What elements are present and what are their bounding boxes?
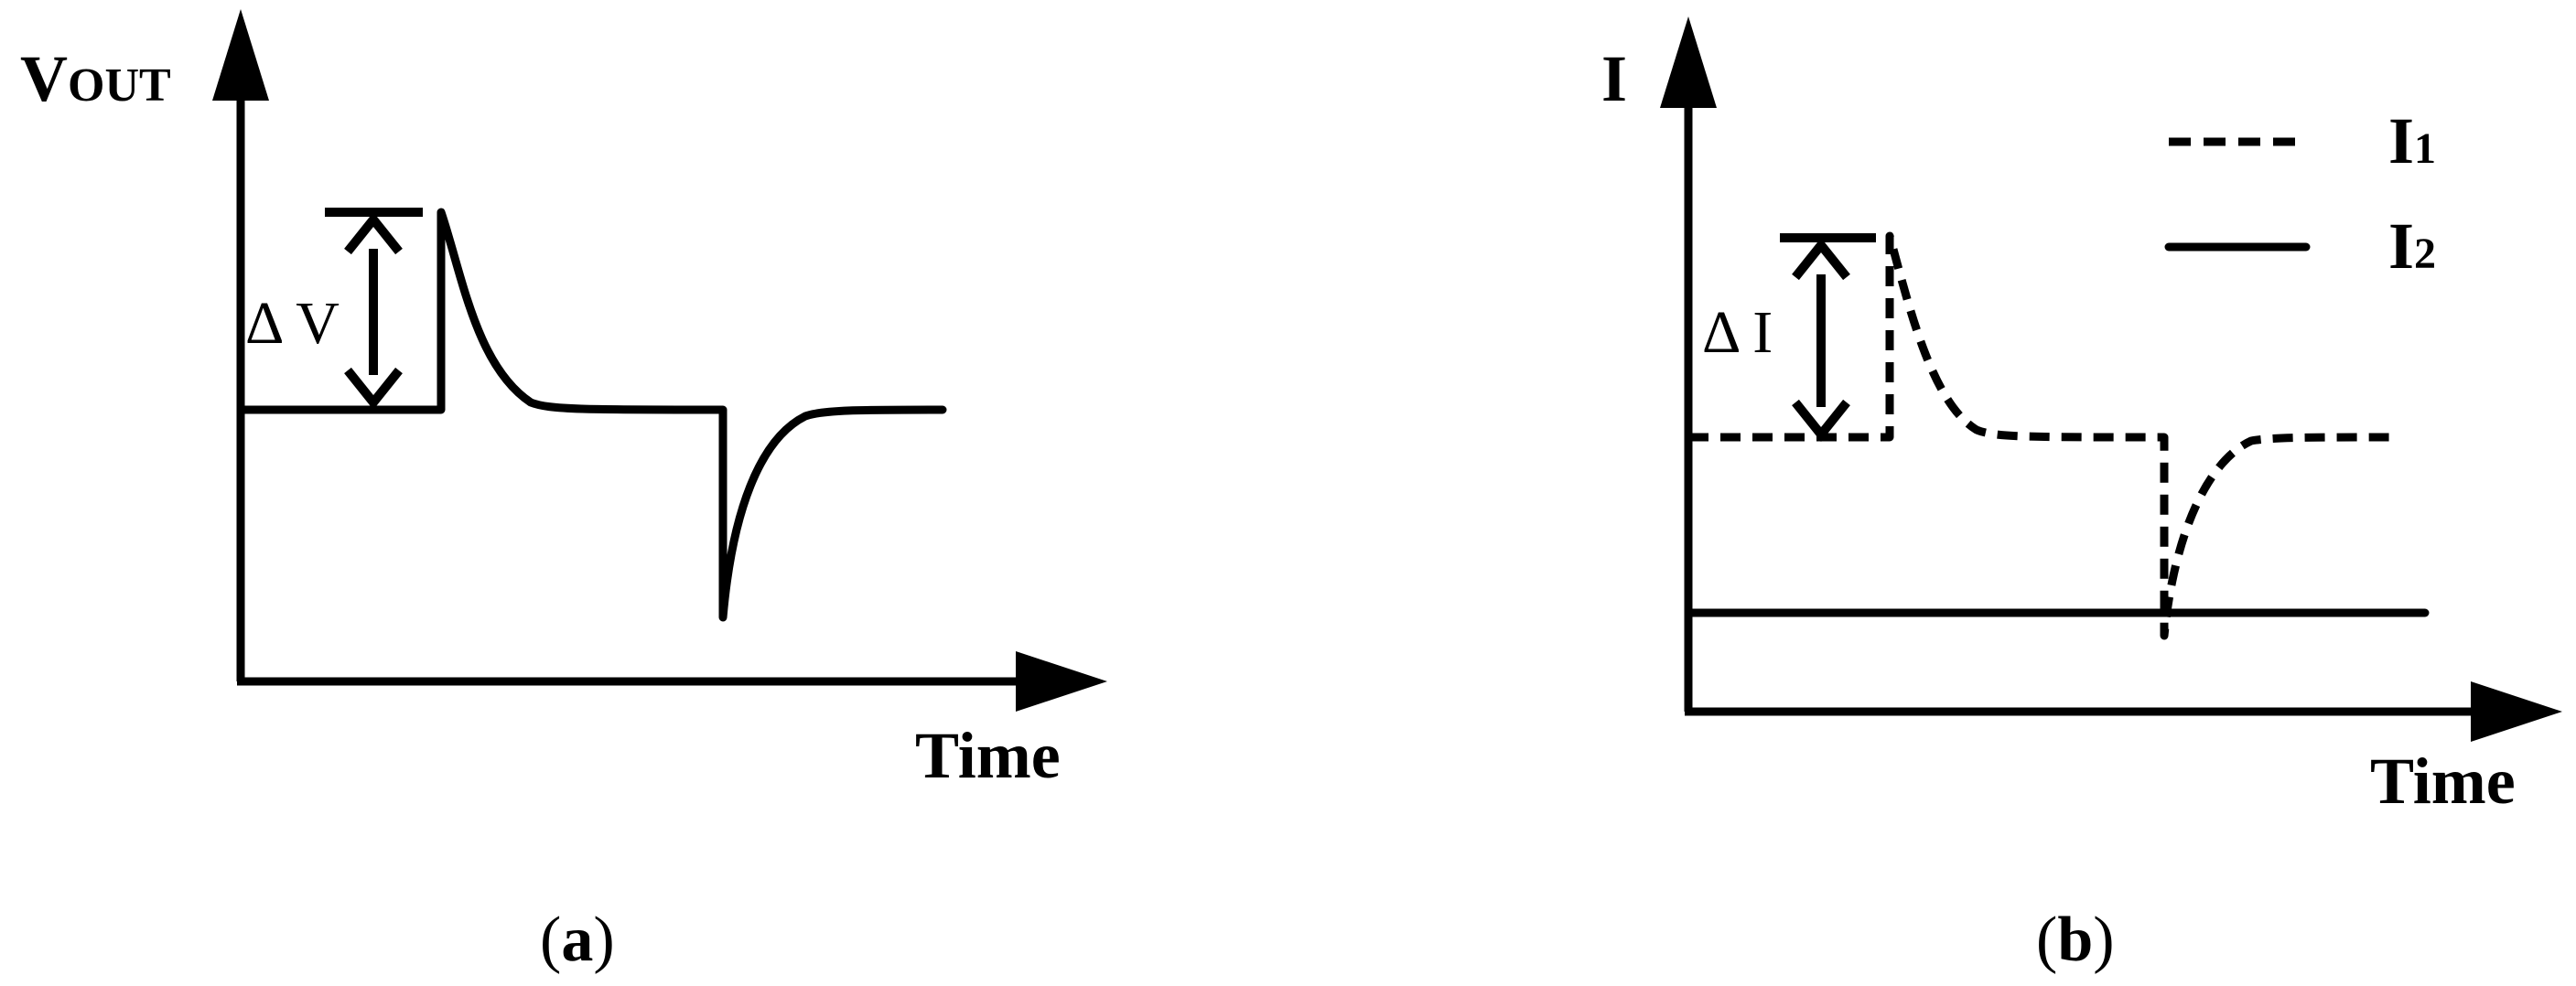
panel-a-delta-arrowhead-down xyxy=(344,367,403,411)
panel-b: I Time Δ I I1 I2 (b) xyxy=(1601,16,2562,975)
panel-a-caption: (a) xyxy=(540,905,615,975)
panel-b-delta-arrowhead-down xyxy=(1792,399,1850,443)
panel-a-y-axis-arrowhead xyxy=(212,9,269,101)
panel-b-x-axis-label: Time xyxy=(2370,745,2516,818)
panel-b-delta-arrowhead-up xyxy=(1792,237,1850,281)
panel-b-y-axis-label: I xyxy=(1601,42,1627,115)
panel-a-vout-curve xyxy=(236,208,947,622)
panel-a-y-axis-label-sub: OUT xyxy=(68,59,171,112)
panel-b-y-axis-arrowhead xyxy=(1660,16,1717,108)
panel-a-x-axis-label: Time xyxy=(915,719,1061,792)
legend-i2-label: I2 xyxy=(2388,209,2436,283)
panel-a-delta-label: Δ V xyxy=(245,290,340,357)
legend-i1-label: I1 xyxy=(2388,104,2436,177)
panel-a-y-axis-label-main: V xyxy=(20,42,68,115)
panel-a: VOUT Time Δ V (a) xyxy=(20,9,1107,975)
panel-a-delta-arrowhead-up xyxy=(344,211,403,255)
panel-b-legend: I1 I2 xyxy=(2164,104,2436,283)
panel-a-x-axis-arrowhead xyxy=(1016,651,1107,712)
panel-a-y-axis-label: VOUT xyxy=(20,42,171,115)
panel-b-delta-label: Δ I xyxy=(1702,299,1773,366)
panel-b-caption: (b) xyxy=(2036,905,2115,975)
panel-b-x-axis-arrowhead xyxy=(2471,681,2562,742)
panel-b-i1-curve xyxy=(1688,231,2398,640)
